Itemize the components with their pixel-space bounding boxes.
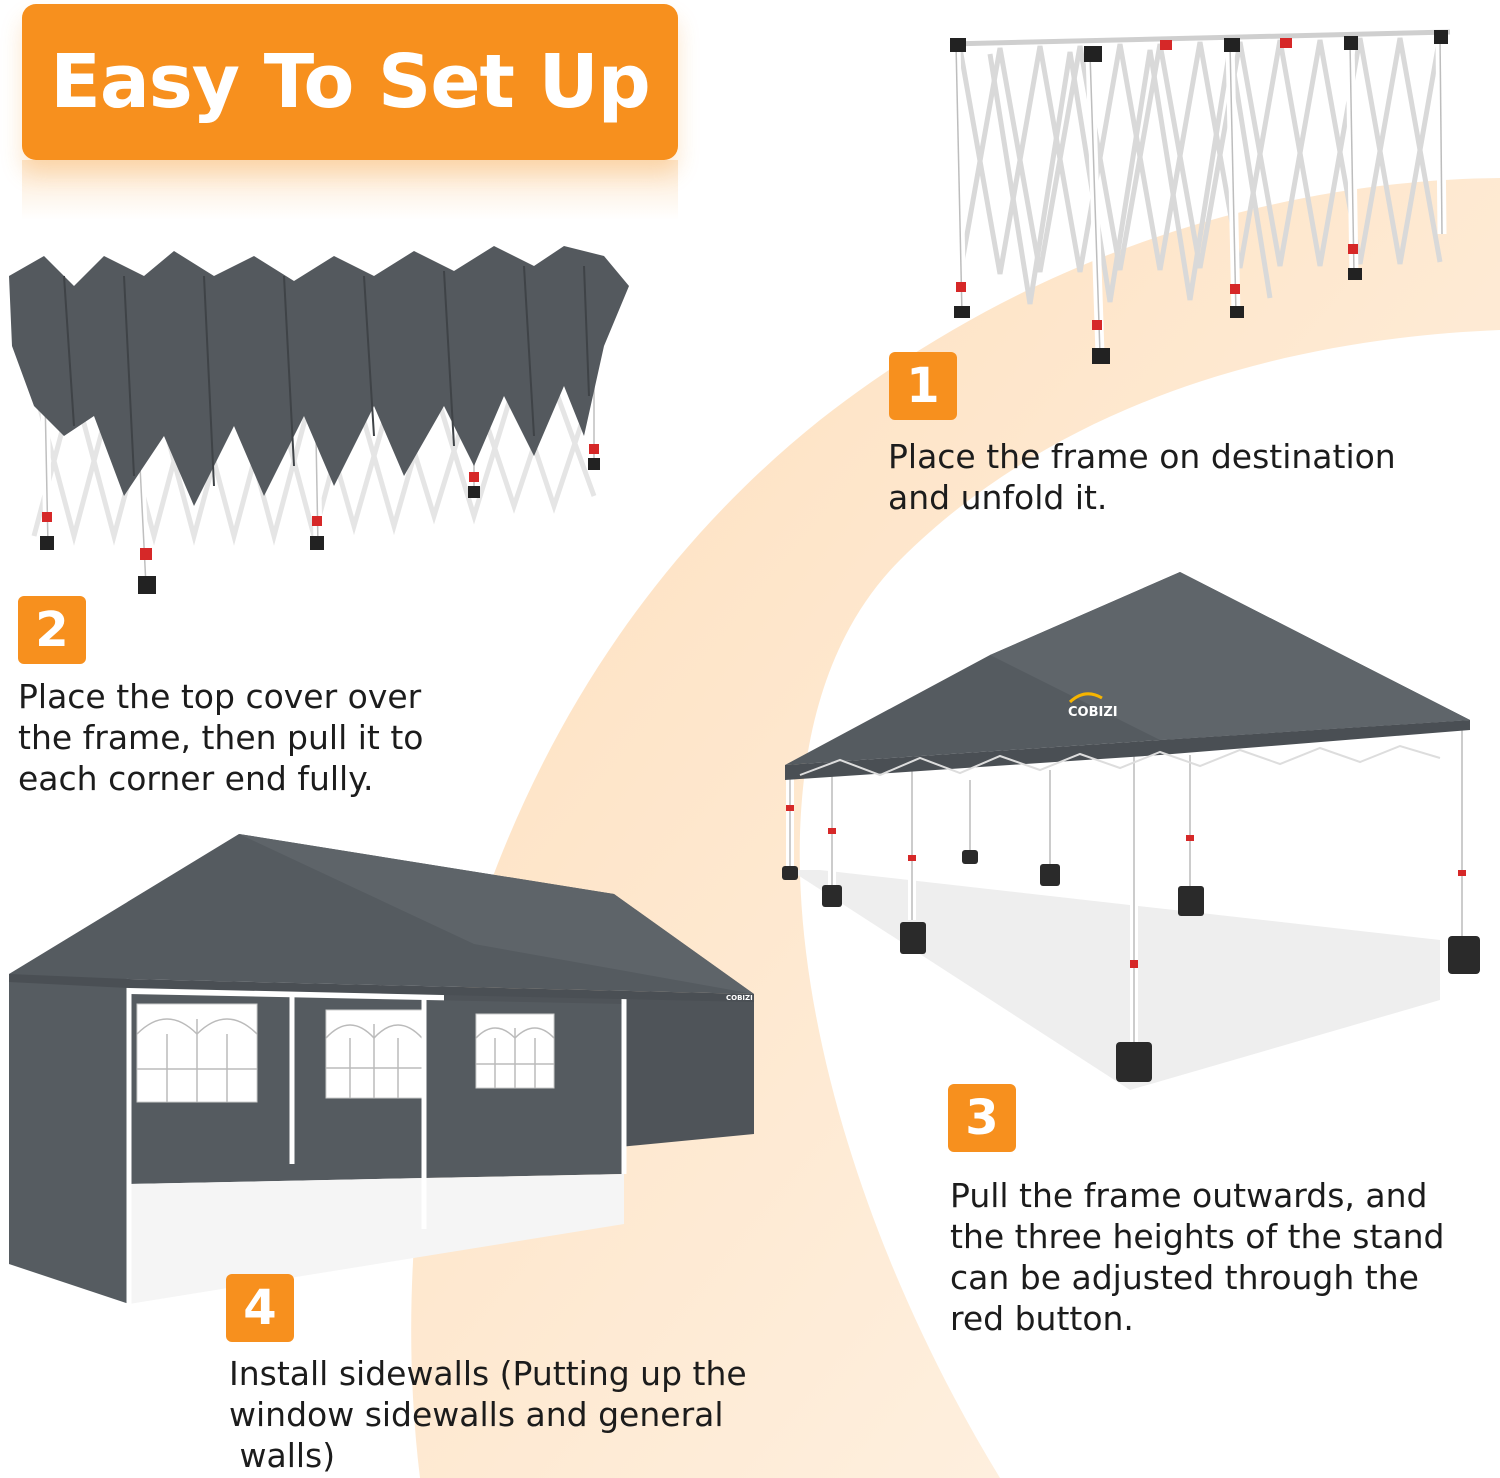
step-4-line-1: Install sidewalls (Putting up the (229, 1354, 747, 1393)
step-4-line-2: window sidewalls and general (229, 1395, 724, 1434)
step-2-caption: Place the top cover over the frame, then… (18, 676, 423, 799)
step-1-line-2: and unfold it. (888, 478, 1108, 517)
step-1-caption: Place the frame on destination and unfol… (888, 436, 1396, 518)
brand-logo-mark (1068, 692, 1103, 704)
step-3-badge: 3 (948, 1084, 1016, 1152)
erected-canopy-illustration: COBIZI (782, 572, 1480, 1090)
step-3-line-2: the three heights of the stand (950, 1217, 1445, 1256)
step-3-caption: Pull the frame outwards, and the three h… (950, 1175, 1444, 1339)
step-4-caption: Install sidewalls (Putting up the window… (229, 1353, 747, 1476)
brand-logo-text-canopy: COBIZI (1068, 705, 1118, 720)
canopy-with-sidewalls-illustration: COBIZI (9, 834, 754, 1309)
title-reflection (22, 160, 678, 220)
step-2-line-1: Place the top cover over (18, 677, 422, 716)
step-3-line-1: Pull the frame outwards, and (950, 1176, 1428, 1215)
step-4-badge: 4 (226, 1274, 294, 1342)
step-2-badge: 2 (18, 596, 86, 664)
brand-logo-text-sidewalls: COBIZI (726, 994, 753, 1002)
frame-with-cover-illustration (9, 246, 629, 594)
step-3-line-3: can be adjusted through the (950, 1258, 1419, 1297)
step-3-line-4: red button. (950, 1299, 1134, 1338)
step-1-badge: 1 (889, 352, 957, 420)
frame-unfolded-illustration (949, 29, 1451, 364)
step-4-line-3: walls) (229, 1436, 336, 1475)
step-2-line-2: the frame, then pull it to (18, 718, 424, 757)
page-title: Easy To Set Up (50, 39, 650, 125)
title-banner: Easy To Set Up (22, 4, 678, 160)
step-2-line-3: each corner end fully. (18, 759, 374, 798)
step-1-line-1: Place the frame on destination (888, 437, 1396, 476)
